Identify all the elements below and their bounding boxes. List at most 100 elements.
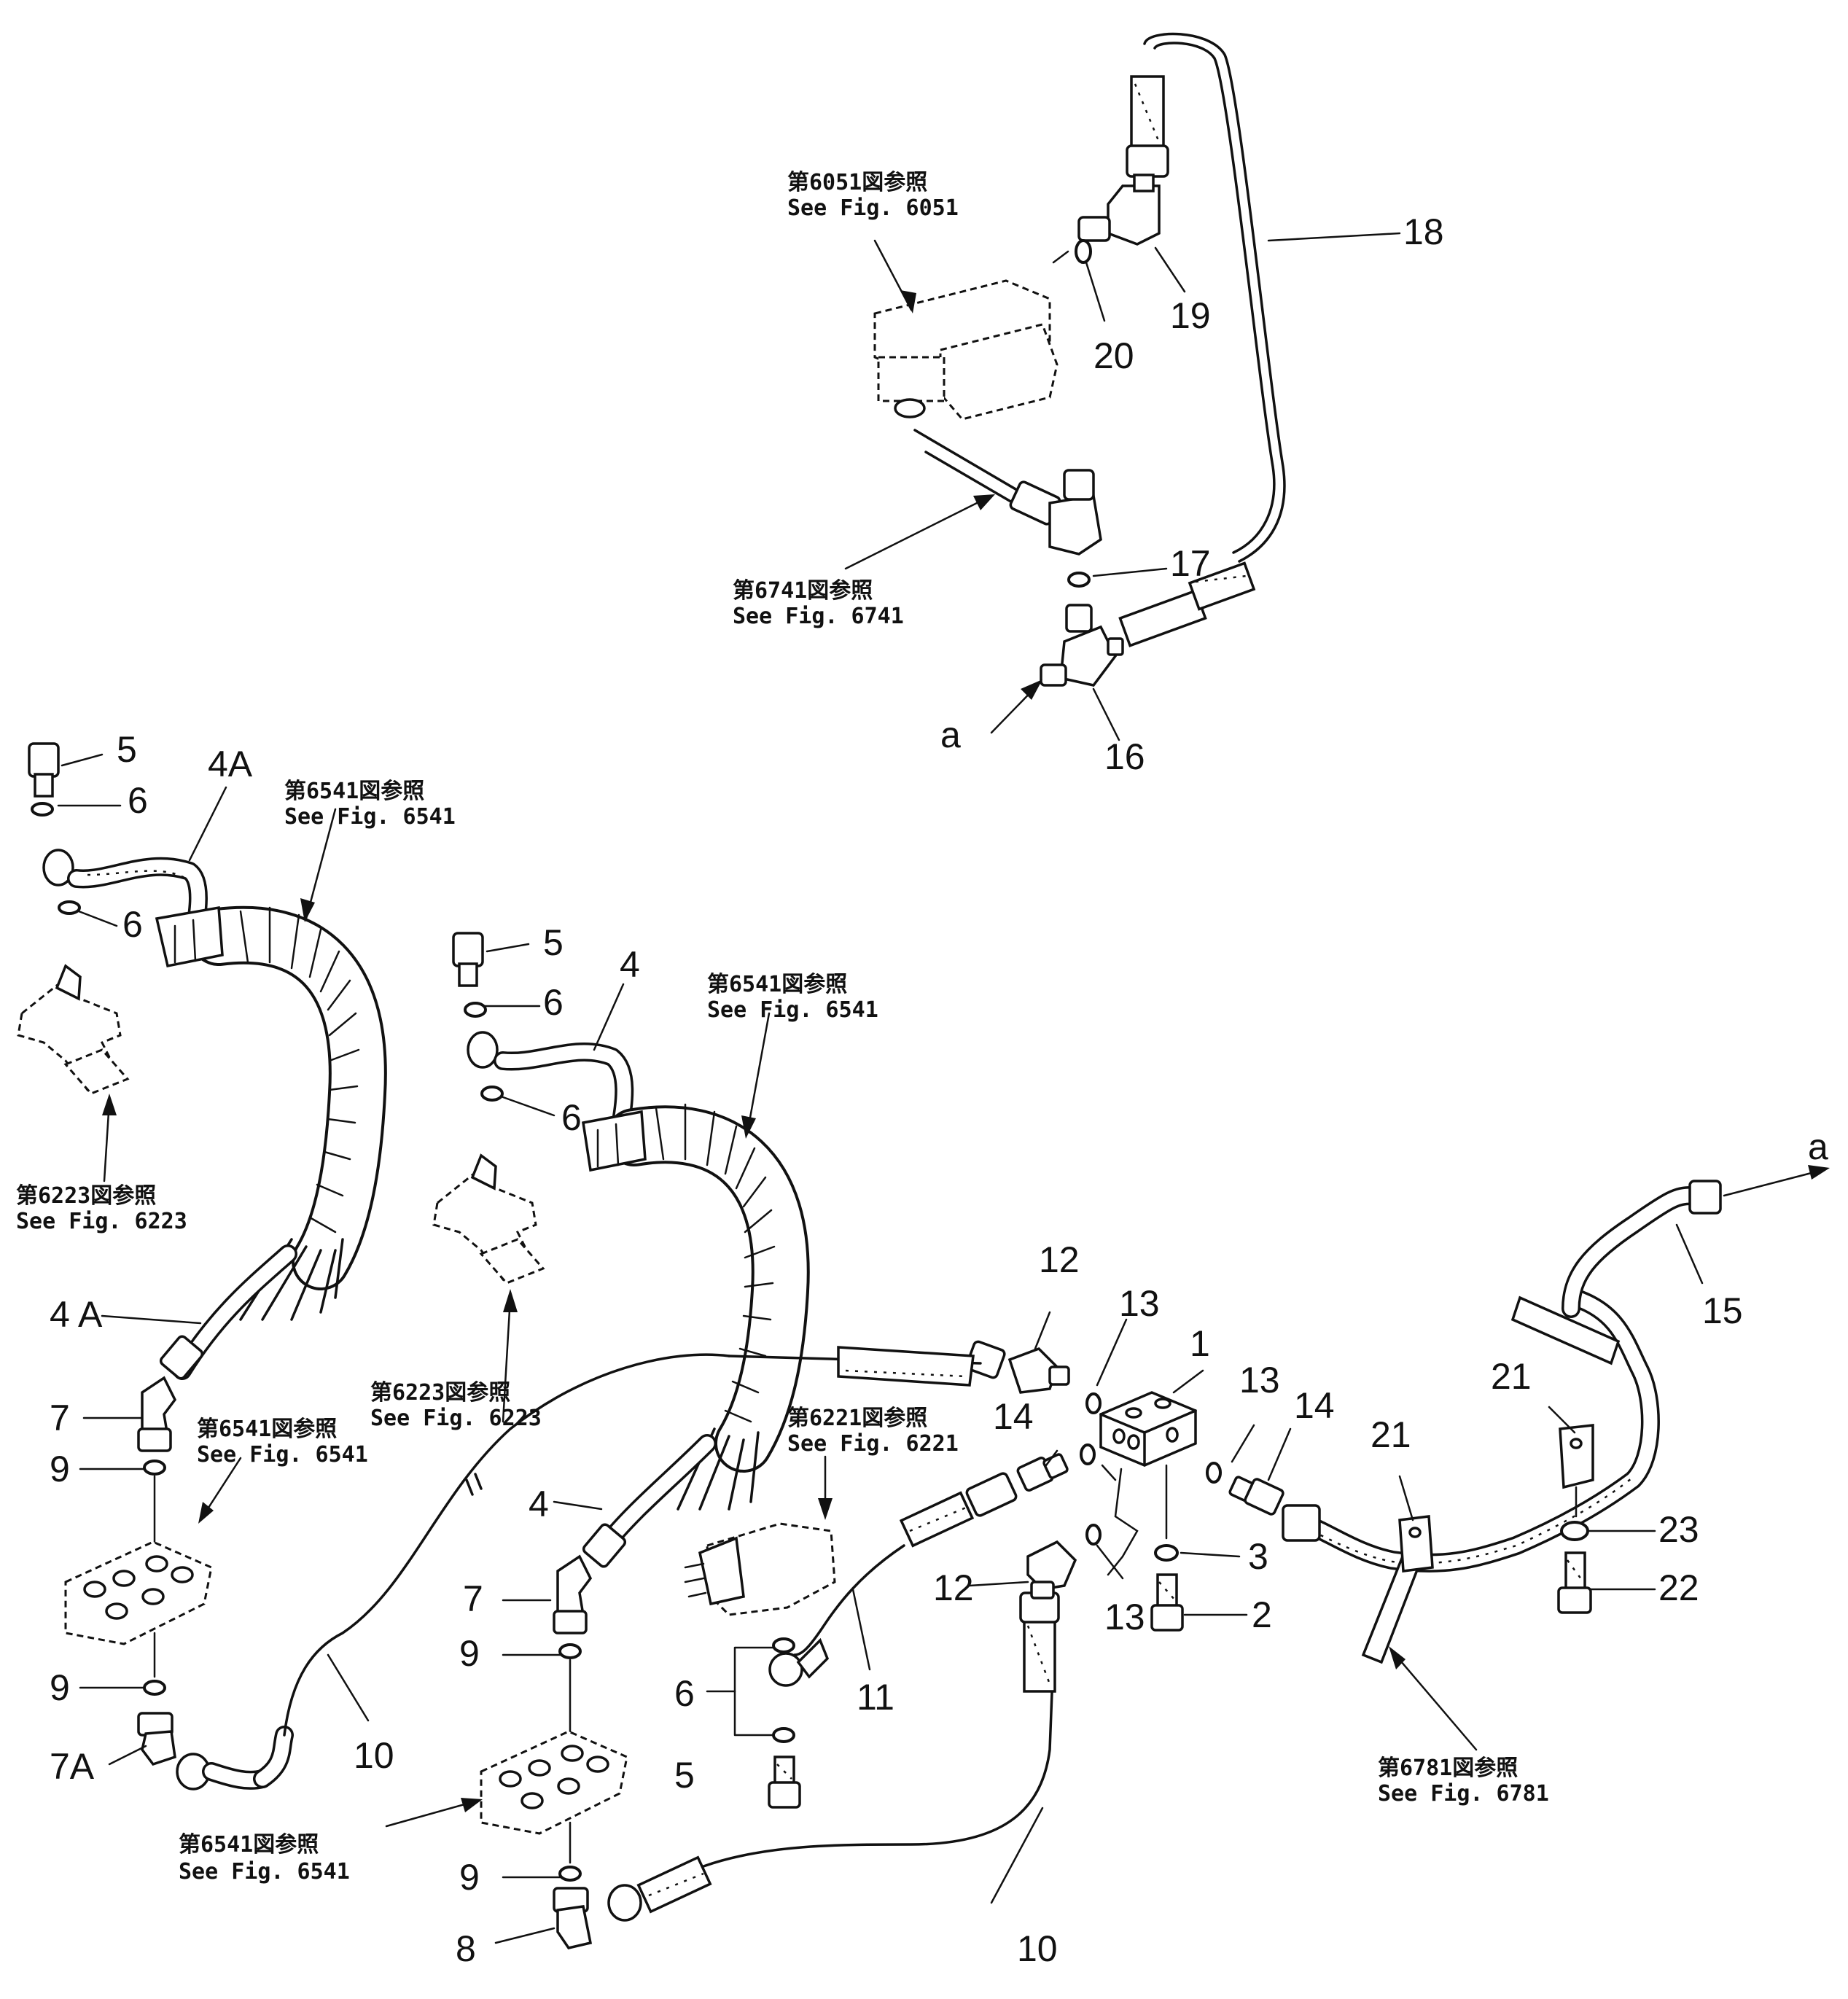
clamp-21-a (1398, 1515, 1434, 1573)
hose-15 (1282, 1180, 1722, 1573)
ref-6223-b-jp: 第6223図参照 (370, 1380, 510, 1406)
ref-6541-d-jp: 第6541図参照 (179, 1832, 319, 1858)
callout-7-a: 7 (50, 1398, 70, 1438)
callout-23: 23 (1658, 1509, 1699, 1550)
ref-6541-d-en: See Fig. 6541 (179, 1859, 350, 1885)
washer-23 (1560, 1521, 1589, 1541)
ref-6541-c-jp: 第6541図参照 (197, 1417, 337, 1442)
callout-6-b: 6 (122, 904, 143, 945)
ref-6781-jp: 第6781図参照 (1378, 1756, 1518, 1781)
connector-14-b (1228, 1476, 1284, 1516)
callout-12-a: 12 (1039, 1239, 1080, 1280)
hose-10-lower (607, 1591, 1060, 1922)
ref-6051-jp: 第6051図参照 (787, 170, 927, 195)
callout-5-c: 5 (674, 1755, 695, 1796)
callout-8: 8 (456, 1928, 476, 1969)
bolt-5-a (28, 742, 60, 798)
ref-6541-c-en: See Fig. 6541 (197, 1442, 368, 1468)
ref-6223-a-en: See Fig. 6223 (16, 1209, 187, 1234)
elbow-7a (137, 1712, 176, 1766)
relay-6221 (684, 1522, 836, 1616)
callout-22: 22 (1658, 1567, 1699, 1608)
callout-a-right: a (1808, 1126, 1828, 1167)
washer-9-a (143, 1460, 166, 1476)
callout-15: 15 (1702, 1290, 1743, 1331)
callout-21-b: 21 (1491, 1356, 1532, 1397)
ref-6741-en: See Fig. 6741 (733, 604, 904, 629)
callout-13-c: 13 (1104, 1597, 1145, 1637)
washer-9-d (558, 1866, 582, 1882)
bolt-2 (1150, 1573, 1184, 1632)
callout-7a: 7A (50, 1746, 95, 1787)
callout-6-a: 6 (128, 780, 148, 821)
callout-9-b: 9 (50, 1667, 70, 1708)
oring-20 (1075, 239, 1092, 264)
callout-6-e: 6 (674, 1673, 695, 1714)
ref-6051-en: See Fig. 6051 (787, 195, 959, 221)
oring-13-b (1080, 1443, 1096, 1465)
eye-4a (42, 849, 74, 887)
hose-10-upper-end (728, 1346, 982, 1387)
callout-12-b: 12 (933, 1567, 974, 1608)
callout-5-b: 5 (543, 922, 564, 963)
elbow-7-a (137, 1376, 177, 1452)
washer-6-c (464, 1002, 487, 1018)
block-1 (1099, 1391, 1197, 1467)
callout-14-a: 14 (993, 1396, 1034, 1437)
eye-4 (467, 1031, 499, 1069)
bolt-22 (1557, 1551, 1592, 1614)
callout-4a-top: 4A (208, 744, 253, 784)
elbow-12-a (965, 1340, 1070, 1394)
valve-6051 (873, 279, 1058, 421)
callout-1: 1 (1190, 1323, 1210, 1364)
callout-10-b: 10 (1017, 1928, 1058, 1969)
ref-6541-b-jp: 第6541図参照 (707, 972, 847, 997)
manifold-6541-b (480, 1730, 628, 1835)
ref-6541-a-jp: 第6541図参照 (284, 779, 424, 804)
oring-17 (1067, 572, 1091, 588)
washer-6-e (772, 1637, 795, 1653)
callout-4-top: 4 (620, 944, 640, 985)
elbow-7-b (553, 1554, 593, 1634)
washer-9-b (143, 1680, 166, 1696)
callout-21-a: 21 (1371, 1414, 1411, 1455)
callout-2: 2 (1252, 1594, 1272, 1635)
callout-7-b: 7 (463, 1578, 483, 1619)
washer-6-d (480, 1086, 504, 1102)
ref-6221-en: See Fig. 6221 (787, 1431, 959, 1457)
ring-terminal-6 (768, 1637, 830, 1687)
injector-6223-a (17, 964, 130, 1095)
manifold-6541-a (64, 1540, 213, 1645)
ref-6741-jp: 第6741図参照 (733, 578, 873, 604)
tee-16 (1040, 604, 1124, 687)
hose-11 (793, 1472, 1018, 1656)
ref-6221-jp: 第6221図参照 (787, 1406, 927, 1431)
callout-4-bottom: 4 (529, 1484, 549, 1524)
callout-6-c: 6 (543, 982, 564, 1023)
callout-a-left: a (940, 714, 961, 755)
callout-18: 18 (1403, 211, 1444, 252)
callout-9-d: 9 (459, 1857, 480, 1898)
elbow-12-b (1026, 1540, 1077, 1599)
harness-4a (155, 905, 387, 1380)
hose-4-top (494, 1043, 634, 1139)
connector-14-a (1016, 1453, 1069, 1492)
switch-6741 (913, 429, 1102, 556)
washer-6-f (772, 1727, 795, 1743)
washer-9-c (558, 1643, 582, 1659)
callout-17: 17 (1170, 543, 1211, 584)
oring-13-d (1206, 1462, 1222, 1484)
callout-11: 11 (857, 1677, 894, 1718)
callout-6-d: 6 (561, 1097, 582, 1138)
callout-10-a: 10 (354, 1735, 394, 1776)
callout-13-b: 13 (1239, 1360, 1280, 1400)
bolt-5-c (768, 1756, 801, 1809)
oring-13-a (1085, 1392, 1102, 1414)
callout-13-a: 13 (1119, 1283, 1160, 1324)
hose-18-end (1118, 561, 1256, 647)
callout-5-a: 5 (117, 729, 137, 770)
washer-6-b (58, 900, 81, 915)
callout-19: 19 (1170, 295, 1211, 336)
